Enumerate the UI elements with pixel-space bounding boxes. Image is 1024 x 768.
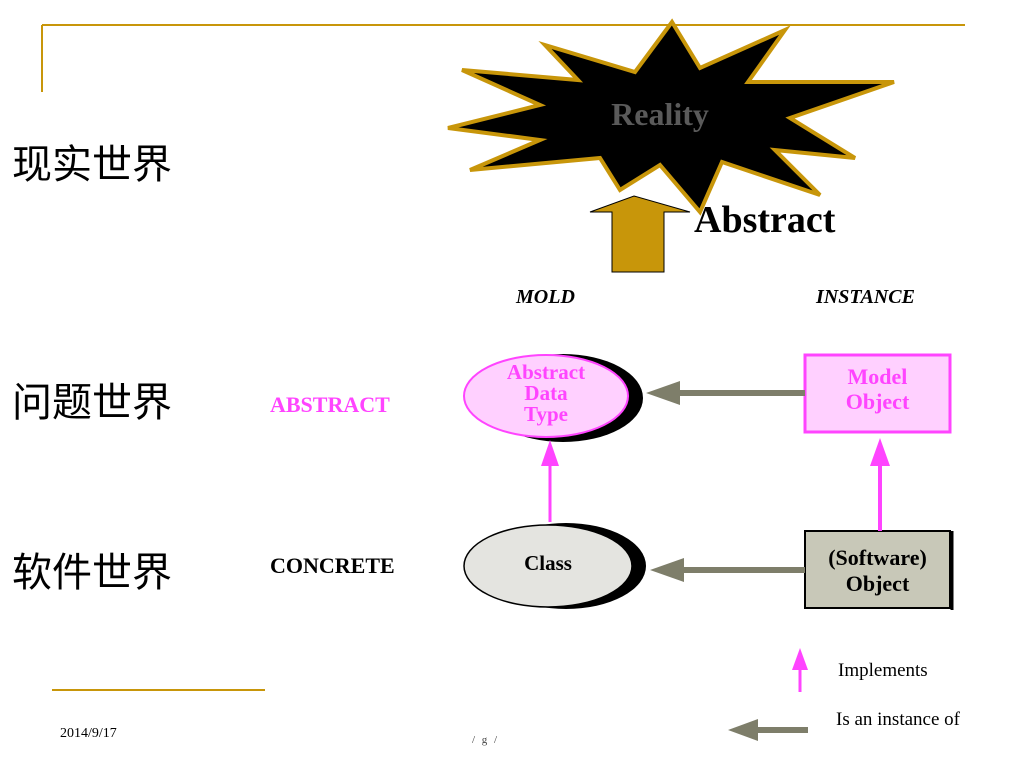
implements-arrow-right-head	[870, 438, 890, 466]
column-mold-heading: MOLD	[516, 286, 575, 308]
footer-date: 2014/9/17	[60, 726, 117, 741]
adt-text: Abstract Data Type	[476, 362, 616, 425]
legend-implements-label: Implements	[838, 660, 928, 681]
legend-instance-of-label: Is an instance of	[836, 709, 960, 730]
adt-ellipse	[463, 354, 629, 438]
abstract-arrow-label: Abstract	[694, 199, 836, 241]
instance-arrow-top-head	[646, 381, 680, 405]
model-object-text-line-2: Object	[845, 389, 910, 414]
implements-arrow-left-head	[541, 440, 559, 466]
software-world-label: 软件世界	[12, 550, 172, 596]
software-object-box	[804, 530, 951, 609]
reality-text: Reality	[611, 96, 709, 132]
column-instance-heading: INSTANCE	[816, 286, 915, 308]
class-ellipse	[463, 524, 633, 608]
instance-arrow-bottom-head	[650, 558, 684, 582]
software-object-text-line-2: Object	[845, 571, 910, 596]
level-concrete-label: CONCRETE	[270, 553, 395, 578]
software-object-text: (Software) Object	[805, 545, 950, 597]
abstract-up-arrow	[589, 195, 691, 273]
model-object-box	[803, 353, 952, 434]
legend-instance-head	[728, 719, 758, 741]
level-abstract-label: ABSTRACT	[270, 392, 390, 417]
class-text: Class	[524, 551, 572, 575]
adt-text-line-1: Abstract	[506, 360, 586, 384]
legend-implements-head	[792, 648, 808, 670]
reality-starburst	[447, 18, 895, 216]
software-object-text-line-1: (Software)	[828, 545, 927, 570]
problem-world-label: 问题世界	[12, 380, 172, 426]
adt-text-line-3: Type	[524, 402, 568, 426]
model-object-text: Model Object	[805, 364, 950, 414]
adt-text-line-2: Data	[524, 381, 568, 405]
model-object-text-line-1: Model	[847, 364, 908, 389]
real-world-label: 现实世界	[12, 142, 172, 188]
footer-fragment: / g /	[472, 734, 500, 746]
